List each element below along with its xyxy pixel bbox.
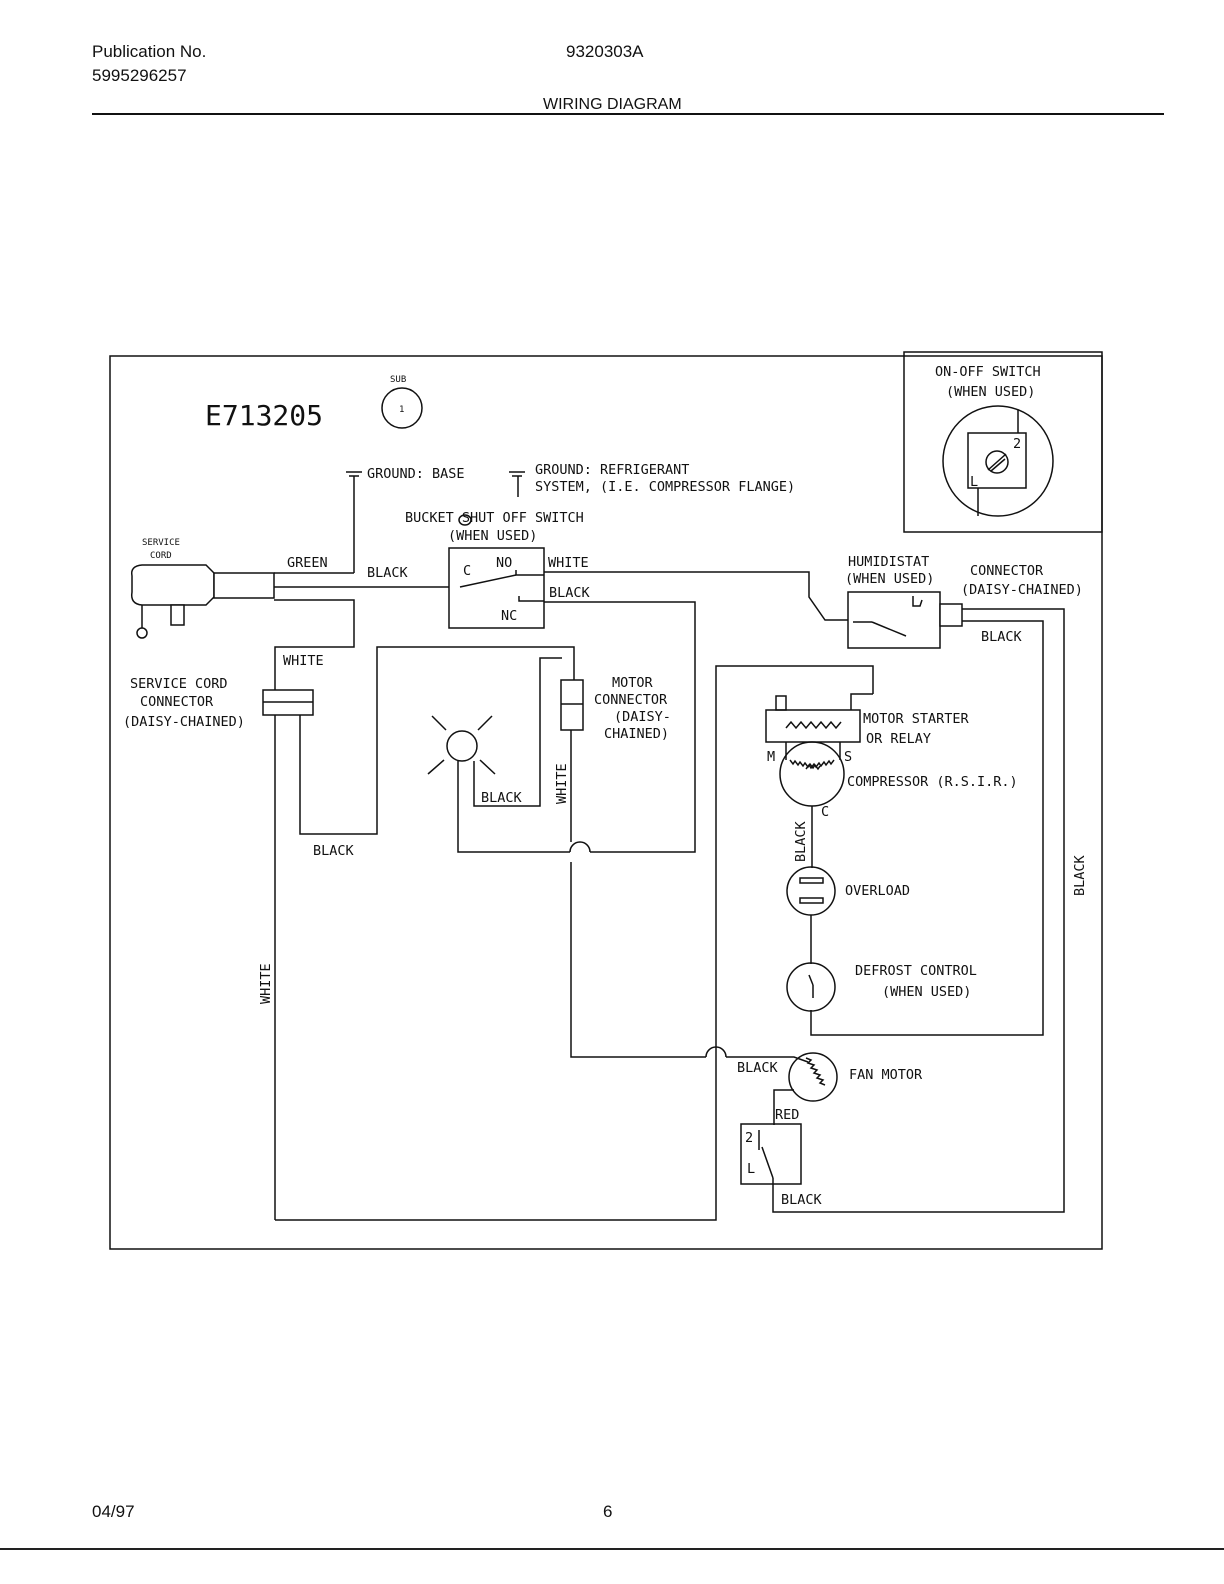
document-id: 9320303A: [566, 42, 644, 61]
wire-label-black-vertical: BLACK: [1072, 854, 1088, 896]
compressor: [779, 741, 845, 807]
onoff-switch-body: [967, 432, 1027, 489]
sub-label: SUB: [390, 375, 406, 385]
service-cord-plug: [130, 564, 275, 639]
wire-label-black-line: BLACK: [367, 565, 409, 581]
wire-label-white-bucket: WHITE: [548, 555, 589, 571]
wire-black-to-light: [299, 646, 575, 835]
wire-black-light-motor: [473, 657, 562, 807]
fan-switch-terminal-l: L: [747, 1161, 755, 1177]
publication-label: Publication No.: [92, 42, 207, 61]
footer-date: 04/97: [92, 1502, 135, 1521]
wire-crossover-2: [705, 1046, 727, 1058]
wire-label-black-bottom: BLACK: [313, 843, 355, 859]
wire-label-black-compressor: BLACK: [793, 820, 809, 862]
diagram-frame: [109, 355, 1103, 1250]
humidistat-label-1: HUMIDISTAT: [848, 554, 929, 570]
publication-number: 5995296257: [92, 66, 187, 85]
wire-black-fan: [726, 1056, 809, 1063]
terminal-c: C: [821, 804, 829, 820]
compressor-label: COMPRESSOR (R.S.I.R.): [847, 774, 1018, 790]
onoff-terminal-2: 2: [1013, 436, 1021, 452]
wire-label-black-fan: BLACK: [737, 1060, 779, 1076]
terminal-m: M: [767, 749, 775, 765]
wire-label-black-humidistat: BLACK: [981, 629, 1023, 645]
connector-label-1: CONNECTOR: [970, 563, 1044, 579]
light-bulb: [427, 715, 496, 775]
starter-label-1: MOTOR STARTER: [863, 711, 970, 727]
connector-label-2: (DAISY-CHAINED): [961, 582, 1083, 598]
motor-connector-label-3: (DAISY-: [614, 709, 671, 725]
fan-motor-label: FAN MOTOR: [849, 1067, 923, 1083]
wire-label-white-top: WHITE: [283, 653, 324, 669]
humidistat-label-2: (WHEN USED): [845, 571, 934, 587]
fan-switch: [740, 1123, 802, 1185]
sheet-title: WIRING DIAGRAM: [543, 96, 682, 113]
wire-label-black-light: BLACK: [481, 790, 523, 806]
bucket-switch-icon: [458, 514, 472, 526]
service-cord-label-2: CORD: [150, 551, 172, 561]
sub-number: 1: [399, 405, 404, 415]
motor-connector-label-2: CONNECTOR: [594, 692, 668, 708]
defrost-control: [786, 962, 836, 1012]
onoff-switch-knob: [985, 450, 1009, 474]
bucket-terminal-no: NO: [496, 555, 512, 571]
wire-white-neutral: [274, 599, 355, 690]
motor-connector-label-4: CHAINED): [604, 726, 669, 742]
ground-base-label: GROUND: BASE: [367, 466, 465, 482]
motor-starter-relay: [765, 709, 861, 743]
bucket-switch-label-1: BUCKET SHUT OFF SWITCH: [405, 510, 584, 526]
wire-label-white-vertical: WHITE: [258, 963, 274, 1004]
bucket-terminal-c: C: [463, 563, 471, 579]
defrost-label-1: DEFROST CONTROL: [855, 963, 977, 979]
overload-label: OVERLOAD: [845, 883, 910, 899]
ground-refrigerant-icon: [509, 471, 525, 497]
onoff-switch-box: [903, 351, 1103, 533]
overload: [786, 866, 836, 916]
bucket-switch-label-2: (WHEN USED): [448, 528, 537, 544]
model-number: E713205: [205, 399, 323, 432]
page-number: 6: [603, 1502, 613, 1521]
humidistat: [847, 591, 941, 649]
wire-label-black-fan-switch: BLACK: [781, 1192, 823, 1208]
wire-black-humidistat-out: [772, 608, 1065, 1213]
cord-connector-label-1: SERVICE CORD: [130, 676, 228, 692]
fan-motor: [788, 1052, 838, 1102]
starter-label-2: OR RELAY: [866, 731, 931, 747]
wire-crossover-1: [569, 841, 591, 853]
footer-rule: [0, 1548, 1224, 1550]
header-rule: [92, 113, 1164, 115]
terminal-s: S: [844, 749, 852, 765]
wire-label-red: RED: [775, 1107, 799, 1123]
onoff-switch-label-1: ON-OFF SWITCH: [935, 364, 1041, 380]
wire-label-black-nc: BLACK: [549, 585, 591, 601]
onoff-terminal-l: L: [970, 474, 978, 490]
onoff-switch-label-2: (WHEN USED): [946, 384, 1035, 400]
sub-circle: [381, 387, 423, 429]
cord-connector-label-2: CONNECTOR: [140, 694, 214, 710]
wire-red-fan: [773, 1089, 794, 1125]
onoff-switch-dial: [942, 405, 1054, 517]
bucket-shutoff-switch: [448, 547, 545, 629]
wire-black-nc: [544, 601, 696, 853]
wire-white-to-humidistat: [544, 571, 848, 621]
motor-connector-label-1: MOTOR: [612, 675, 654, 691]
bucket-terminal-nc: NC: [501, 608, 517, 624]
ground-refrigerant-label-2: SYSTEM, (I.E. COMPRESSOR FLANGE): [535, 479, 795, 495]
cord-connector-label-3: (DAISY-CHAINED): [123, 714, 245, 730]
service-cord-label-1: SERVICE: [142, 538, 180, 548]
ground-refrigerant-label-1: GROUND: REFRIGERANT: [535, 462, 689, 478]
motor-connector: [560, 679, 584, 731]
ground-base-icon: [346, 471, 362, 573]
wire-white-bottom: [275, 665, 874, 1221]
wire-label-white-motor: WHITE: [554, 763, 570, 804]
wire-label-green: GREEN: [287, 555, 328, 571]
wire-black-defrost-return: [810, 620, 1044, 1036]
defrost-label-2: (WHEN USED): [882, 984, 971, 1000]
fan-switch-terminal-2: 2: [745, 1130, 753, 1146]
wire-light-neutral: [457, 761, 570, 853]
